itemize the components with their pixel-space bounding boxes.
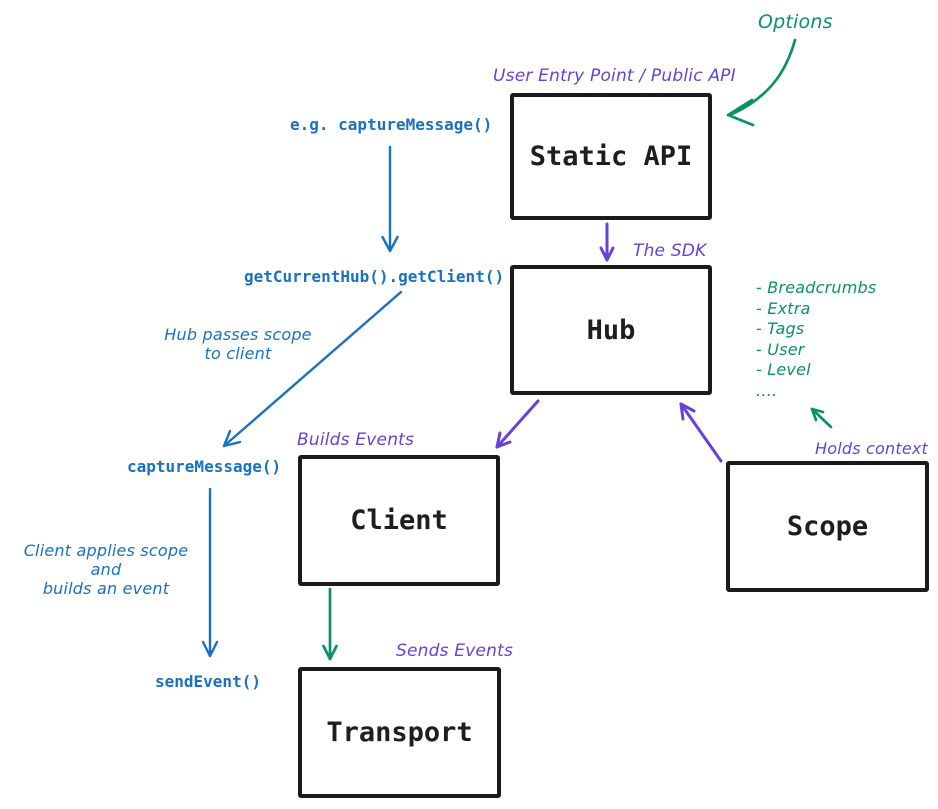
scope-context-item: - Tags [756,319,805,338]
client-applies-scope-note: Client applies scope and builds an event [23,541,189,598]
capture-message-label: captureMessage() [127,457,282,476]
node-scope-label: Scope [786,511,869,542]
node-transport: Transport [298,667,501,798]
arrow-static-api-to-hub [599,222,615,262]
scope-context-item: - Extra [756,298,811,318]
node-static-api-label: Static API [529,141,693,172]
node-hub: Hub [510,265,712,395]
scope-context-list: - Breadcrumbs - Extra - Tags - User - Le… [756,278,876,401]
arrow-scope-to-hub [679,402,723,463]
hub-passes-scope-note: Hub passes scope to client [164,325,312,363]
arrow-scope-to-context-list [810,407,833,429]
caption-scope: Holds context [815,439,929,458]
caption-client: Builds Events [297,430,415,450]
arrow-client-to-transport [322,587,338,661]
node-hub-label: Hub [586,314,636,346]
scope-context-item: .... [756,380,778,400]
send-event-label: sendEvent() [155,672,261,691]
node-client: Client [298,455,500,586]
scope-context-item: - Level [756,360,811,379]
options-label: Options [758,11,833,33]
caption-hub: The SDK [633,241,707,261]
caption-static-api: User Entry Point / Public API [493,66,736,86]
node-transport-label: Transport [326,717,473,748]
get-current-hub-label: getCurrentHub().getClient() [244,267,505,286]
arrow-options-to-static-api [726,38,797,127]
example-call-label: e.g. captureMessage() [290,115,493,134]
node-static-api: Static API [510,93,712,220]
arrow-getcurrenthub-to-capturemessage [222,290,403,448]
arrow-example-to-getcurrenthub [381,145,399,253]
scope-context-item: - User [756,339,805,359]
arrow-hub-to-client [495,399,540,449]
node-scope: Scope [726,461,929,592]
scope-context-item: - Breadcrumbs [756,278,877,297]
caption-transport: Sends Events [396,641,514,661]
node-client-label: Client [350,505,448,536]
